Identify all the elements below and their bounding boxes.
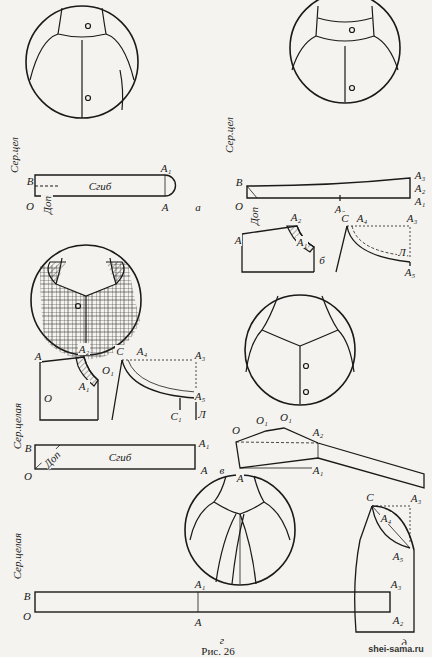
point-label: А₂ xyxy=(392,614,405,626)
point-label: А₂ xyxy=(312,426,325,438)
point-label: А₃ xyxy=(390,578,403,590)
point-label: Доп xyxy=(41,448,64,471)
point-label: О₁ xyxy=(255,414,269,426)
figure-caption: Рис. 26 xyxy=(200,645,235,657)
point-label: А₂ xyxy=(414,182,427,194)
point-label: А₃ xyxy=(194,349,207,361)
point-label: А₄ xyxy=(356,212,369,224)
point-label: А₂ xyxy=(290,211,303,223)
point-label: А₁ xyxy=(78,380,91,392)
point-label: А₃ xyxy=(410,492,423,504)
point-label: В xyxy=(23,590,32,602)
point-label: А₅ xyxy=(194,390,207,402)
point-label: А xyxy=(161,201,170,213)
point-label: О xyxy=(22,610,32,622)
point-label: Сер.цел xyxy=(8,136,20,174)
point-label: а xyxy=(194,201,202,213)
point-label: А₁ xyxy=(296,236,309,248)
point-label: А₃ xyxy=(414,169,427,181)
point-label: А₁ xyxy=(414,195,427,207)
point-label: б xyxy=(318,254,326,266)
point-label: А₁ xyxy=(160,162,173,174)
point-label: Сгиб xyxy=(88,180,113,192)
point-label: А₁ xyxy=(312,464,325,476)
point-label: В xyxy=(26,175,35,187)
point-label: Сгиб xyxy=(108,451,133,463)
point-label: А xyxy=(236,472,245,484)
watermark: shei-sama.ru xyxy=(367,645,425,655)
point-label: С₁ xyxy=(169,410,182,422)
point-label: в xyxy=(219,464,226,476)
point-label: В xyxy=(24,442,33,454)
point-label: А₅ xyxy=(392,550,405,562)
point-label: А₁ xyxy=(194,578,207,590)
point-label: А xyxy=(200,464,209,476)
point-label: А xyxy=(34,350,43,362)
point-label: А₁ xyxy=(198,437,211,449)
point-label: А₄ xyxy=(380,512,393,524)
point-label: Сер.цел xyxy=(223,116,235,154)
point-label: О₁ xyxy=(101,364,115,376)
point-label: Доп xyxy=(248,206,260,226)
point-label: В xyxy=(235,176,244,188)
point-label: А xyxy=(234,234,243,246)
point-label: А₃ xyxy=(406,212,419,224)
point-label: О xyxy=(43,392,53,404)
point-label: А₄ xyxy=(136,345,149,357)
point-label: С xyxy=(365,491,374,503)
point-label: А₅ xyxy=(404,266,417,278)
point-label: Сер.целая xyxy=(11,532,23,580)
point-label: Л xyxy=(397,246,406,258)
point-label: О xyxy=(234,200,244,212)
point-label: О xyxy=(25,200,35,212)
point-label: Сер.целая xyxy=(11,402,23,450)
point-label: С xyxy=(340,212,349,224)
point-label: Л xyxy=(197,408,206,420)
point-label: О xyxy=(231,424,241,436)
point-label: О xyxy=(23,470,33,482)
point-label: С xyxy=(115,345,124,357)
point-label: А xyxy=(194,616,203,628)
point-label: Доп xyxy=(41,195,53,215)
point-label: А₂ xyxy=(78,343,91,355)
point-label: О₁ xyxy=(279,411,293,423)
